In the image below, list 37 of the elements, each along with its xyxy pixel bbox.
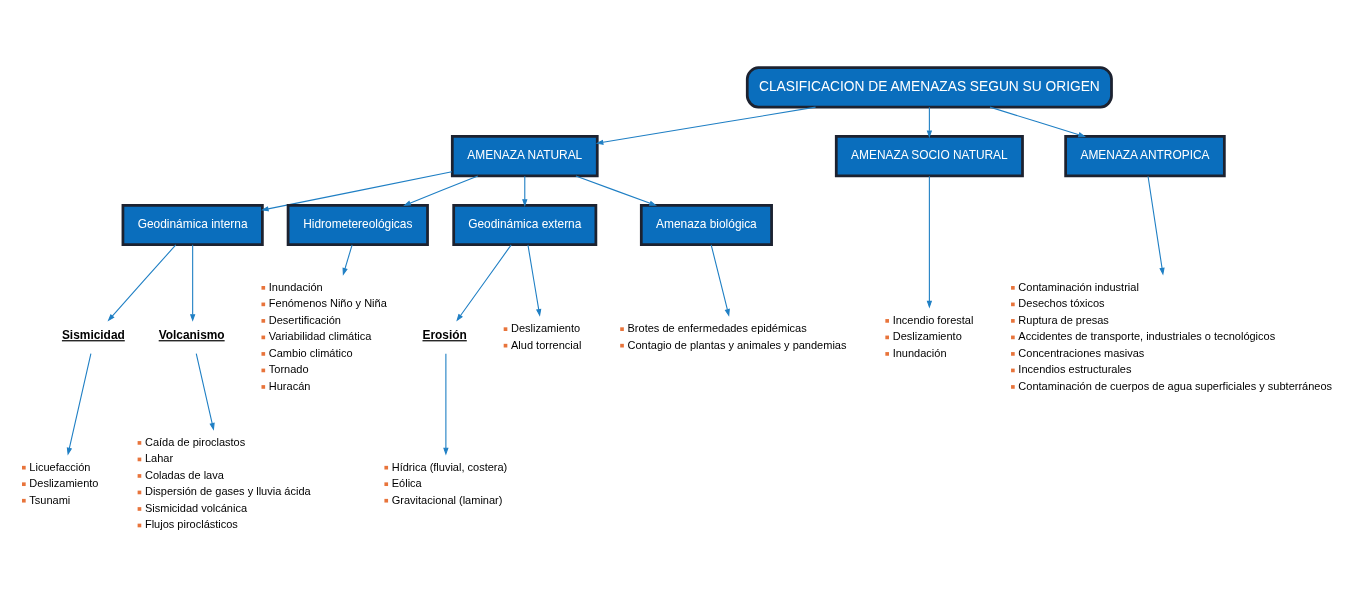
- arrow: [66, 352, 92, 455]
- node-box: Geodinámica externa: [452, 203, 598, 246]
- arrow: [926, 175, 933, 309]
- arrow: [926, 106, 933, 138]
- arrow: [575, 174, 657, 206]
- arrow: [443, 352, 449, 455]
- arrow: [107, 243, 177, 321]
- node-box: Hidrometereológicas: [286, 203, 429, 246]
- node-text: Inundación Fenómenos Niño y Niña Desertificación Variabilidad climática Cambio climático Tornado Huracán: [268, 280, 387, 392]
- arrow: [595, 106, 817, 145]
- arrow: [456, 243, 512, 322]
- node-box: Geodinámica interna: [121, 203, 264, 246]
- node-text: Licuefacción Deslizamiento Tsunami: [29, 460, 99, 506]
- arrow: [522, 175, 528, 207]
- arrow: [189, 243, 196, 322]
- node-box: AMENAZA ANTROPICA: [1064, 134, 1226, 177]
- arrow: [710, 243, 730, 317]
- arrow: [1147, 175, 1165, 275]
- node-text: Erosión: [422, 327, 467, 342]
- node-text: Sismicidad: [61, 327, 125, 342]
- arrow: [342, 243, 353, 276]
- node-text: Brotes de enfermedades epidémicas Contagio de plantas y animales y pandemias: [627, 321, 847, 351]
- node-box: AMENAZA SOCIO NATURAL: [834, 134, 1024, 177]
- node-text: Incendio forestal Deslizamiento Inundación: [892, 313, 974, 359]
- node-text: Volcanismo: [158, 327, 225, 342]
- node-text: Contaminación industrial Desechos tóxicos Ruptura de presas Accidentes de transporte, industriales o tecnológicos Concentraciones masivas Incendios estructurales Contaminación de cuerpos de agua superficiales y subterráneos: [1018, 280, 1333, 392]
- arrow: [403, 174, 479, 206]
- arrow: [260, 170, 453, 211]
- node-text: Hídrica (fluvial, costera) Eólica Gravitacional (laminar): [391, 460, 508, 506]
- node-box: Amenaza biológica: [639, 203, 773, 246]
- arrow: [527, 243, 542, 317]
- node-box: CLASIFICACION DE AMENAZAS SEGUN SU ORIGEN: [745, 65, 1113, 108]
- arrow: [989, 106, 1087, 137]
- node-text: Caída de piroclastos Lahar Coladas de lava Dispersión de gases y lluvia ácida Sismicidad volcánica Flujos piroclásticos: [144, 435, 311, 530]
- node-box: AMENAZA NATURAL: [450, 134, 599, 177]
- node-text: Deslizamiento Alud torrencial: [511, 321, 582, 351]
- arrow: [195, 352, 215, 431]
